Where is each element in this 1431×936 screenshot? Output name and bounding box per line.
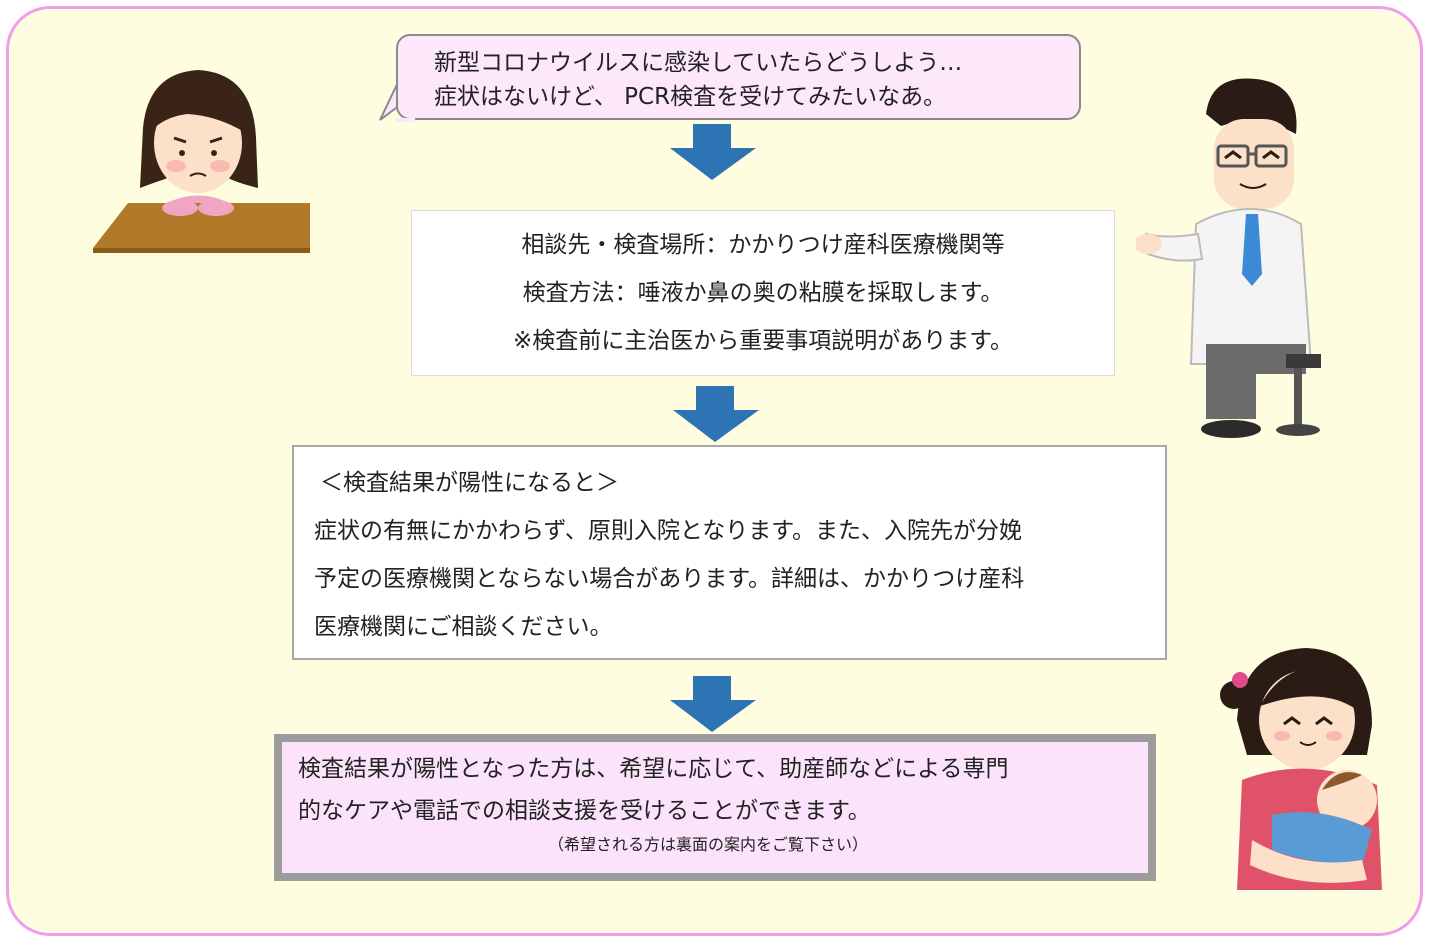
down-arrow-icon [668, 124, 758, 180]
mother-baby-icon [1212, 640, 1392, 900]
support-note: （希望される方は裏面の案内をご覧下さい） [547, 835, 868, 854]
bubble-tail-join [395, 118, 415, 122]
result-line-2: 予定の医療機関とならない場合があります。詳細は、かかりつけ産科 [314, 566, 1025, 592]
support-box: 検査結果が陽性となった方は、希望に応じて、助産師などによる専門 的なケアや電話で… [274, 734, 1156, 881]
positive-result-box: ＜検査結果が陽性になると＞ 症状の有無にかかわらず、原則入院となります。また、入… [292, 445, 1167, 660]
bubble-line-1: 新型コロナウイルスに感染していたらどうしよう… [434, 50, 963, 76]
result-line-1: 症状の有無にかかわらず、原則入院となります。また、入院先が分娩 [314, 518, 1022, 544]
result-title: ＜検査結果が陽性になると＞ [320, 470, 619, 496]
down-arrow-icon [671, 386, 761, 442]
bubble-line-2: 症状はないけど、 PCR検査を受けてみたいなあ。 [434, 84, 947, 110]
doctor-icon [1136, 74, 1326, 444]
down-arrow-icon [668, 676, 758, 732]
info-line-2: 検査方法：唾液か鼻の奥の粘膜を採取します。 [522, 280, 1004, 306]
support-line-1: 検査結果が陽性となった方は、希望に応じて、助産師などによる専門 [298, 756, 1009, 782]
consultation-info-box: 相談先・検査場所：かかりつけ産科医療機関等 検査方法：唾液か鼻の奥の粘膜を採取し… [411, 210, 1115, 376]
worried-woman-icon [88, 58, 313, 258]
speech-bubble: 新型コロナウイルスに感染していたらどうしよう… 症状はないけど、 PCR検査を受… [396, 34, 1081, 120]
info-line-3: ※検査前に主治医から重要事項説明があります。 [513, 328, 1013, 354]
support-line-2: 的なケアや電話での相談支援を受けることができます。 [298, 798, 871, 824]
info-line-1: 相談先・検査場所：かかりつけ産科医療機関等 [521, 232, 1005, 258]
result-line-3: 医療機関にご相談ください。 [314, 614, 613, 640]
